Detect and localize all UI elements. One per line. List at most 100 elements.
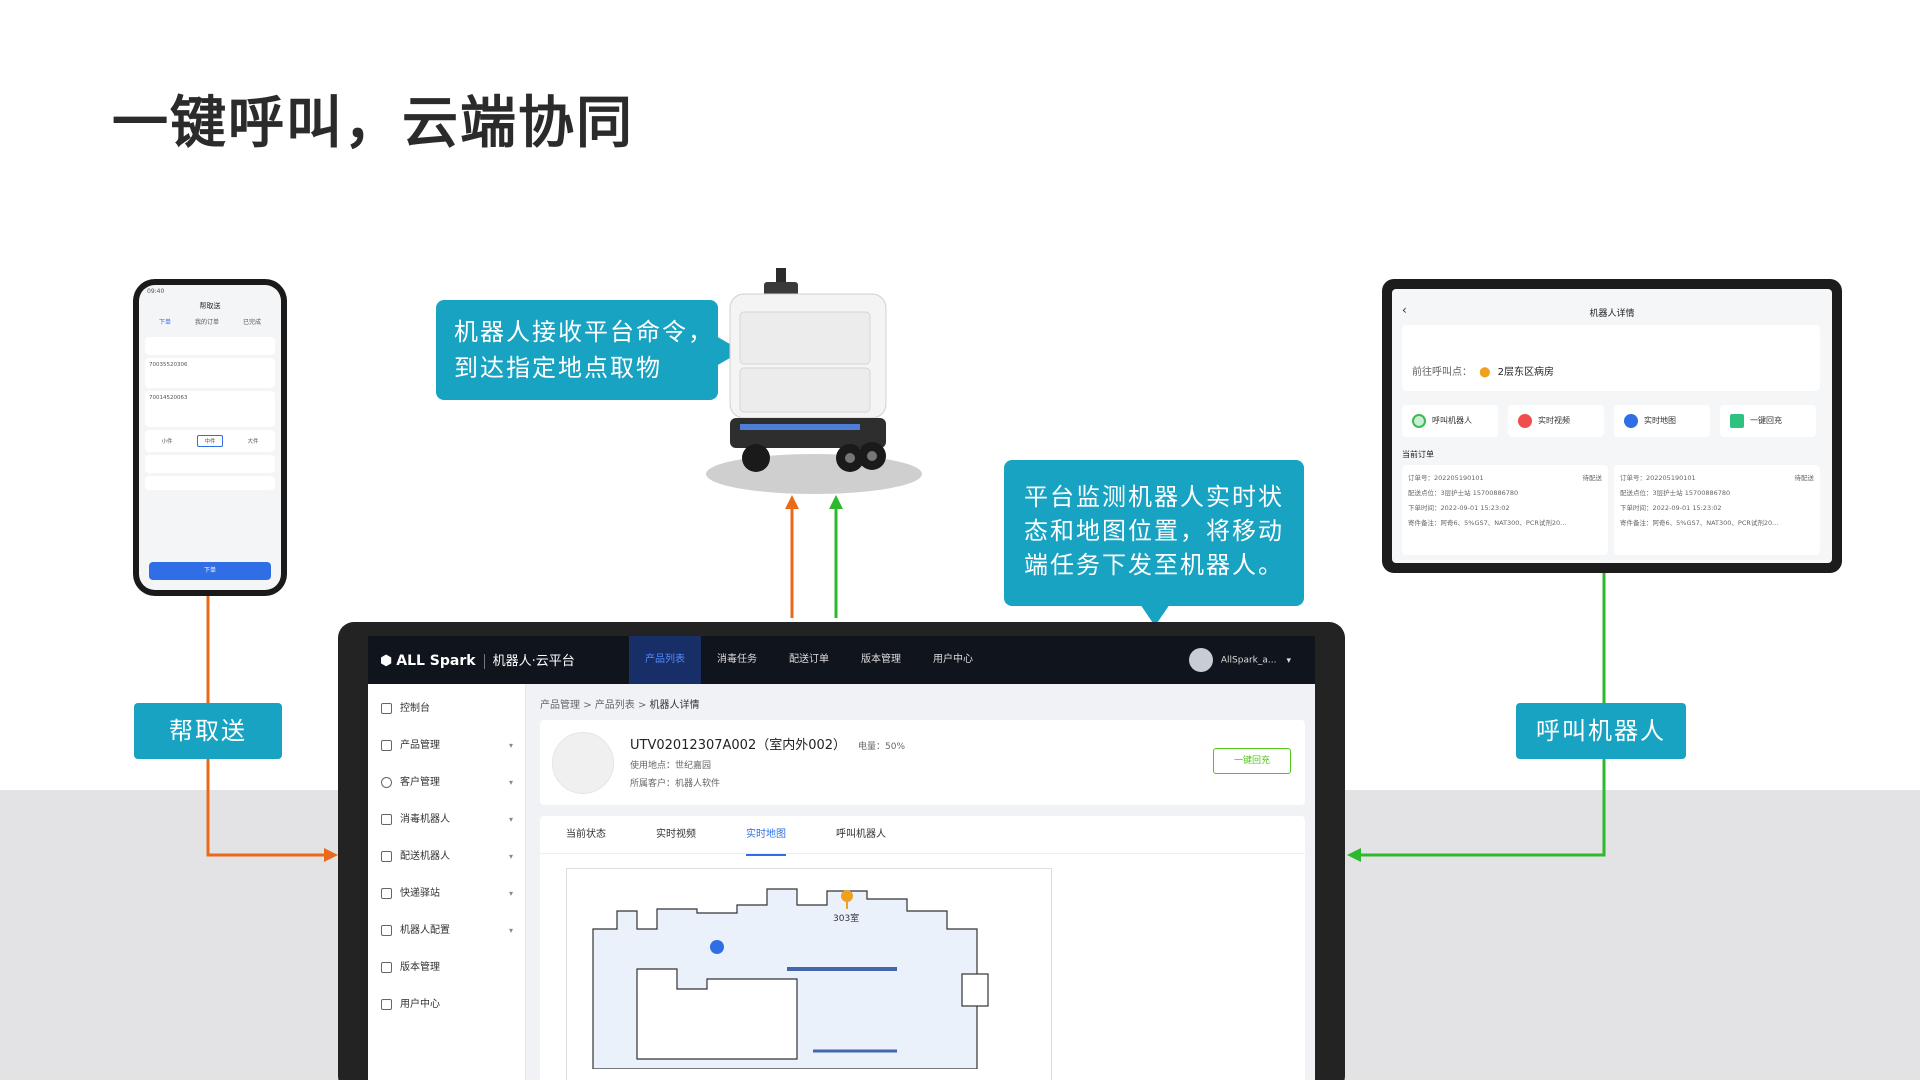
- chevron-down-icon: ▾: [508, 889, 513, 898]
- tablet-live-map-button[interactable]: 实时地图: [1614, 405, 1710, 437]
- tab-live-map[interactable]: 实时地图: [746, 816, 786, 856]
- robot-call-icon: [1412, 414, 1426, 428]
- tablet-robot-info-card: 前往呼叫点： ⬤ 2层东区病房: [1402, 325, 1820, 391]
- menu-product-list[interactable]: 产品列表: [629, 636, 701, 684]
- tablet-title: 机器人详情: [1589, 309, 1635, 319]
- product-icon: [381, 740, 392, 751]
- tablet-screen: ‹ 机器人详情 前往呼叫点： ⬤ 2层东区病房 呼叫机器人 实时视频 实时地图 …: [1392, 289, 1832, 563]
- sidebar-item-express-station[interactable]: 快递驿站▾: [368, 875, 525, 912]
- robot-name: UTV02012307A002（室内外002）: [630, 738, 847, 753]
- phone-mockup: 09:40 帮取送 下单 我的订单 已完成 70035520306 700145…: [133, 279, 287, 596]
- caret-down-icon: ▾: [1286, 655, 1291, 666]
- dest-label: 前往呼叫点：: [1412, 367, 1472, 378]
- floor-map[interactable]: 303室: [566, 868, 1052, 1080]
- label-pickup-delivery: 帮取送: [134, 703, 282, 759]
- menu-delivery-orders[interactable]: 配送订单: [789, 654, 829, 665]
- detail-tabs: 当前状态 实时视频 实时地图 呼叫机器人: [540, 816, 1305, 856]
- tab-current-status[interactable]: 当前状态: [566, 829, 606, 840]
- phone-screen: 09:40 帮取送 下单 我的订单 已完成 70035520306 700145…: [139, 285, 281, 590]
- tablet-call-robot-button[interactable]: 呼叫机器人: [1402, 405, 1498, 437]
- version-icon: [381, 962, 392, 973]
- breadcrumb-separator-icon: >: [583, 700, 595, 711]
- chevron-down-icon: ▾: [508, 926, 513, 935]
- size-large[interactable]: 大件: [247, 439, 259, 445]
- tablet-mockup: ‹ 机器人详情 前往呼叫点： ⬤ 2层东区病房 呼叫机器人 实时视频 实时地图 …: [1382, 279, 1842, 573]
- phone-size-selector: 小件 中件 大件: [145, 430, 275, 452]
- sidebar-item-disinfection-robot[interactable]: 消毒机器人▾: [368, 801, 525, 838]
- robot-callout: 机器人接收平台命令， 到达指定地点取物: [436, 300, 718, 400]
- chevron-down-icon: ▾: [508, 815, 513, 824]
- sidebar-item-console[interactable]: 控制台: [368, 690, 525, 727]
- menu-user-center[interactable]: 用户中心: [933, 654, 973, 665]
- robot-customer: 所属客户：机器人软件: [630, 779, 721, 789]
- platform-callout: 平台监测机器人实时状 态和地图位置，将移动 端任务下发至机器人。: [1004, 460, 1304, 606]
- cube-logo-icon: ⬢: [380, 653, 393, 669]
- tablet-recharge-button[interactable]: 一键回充: [1720, 405, 1816, 437]
- station-icon: [381, 888, 392, 899]
- menu-version-management[interactable]: 版本管理: [861, 654, 901, 665]
- phone-order-card-1[interactable]: 70035520306: [145, 358, 275, 388]
- battery-level: 电量：50%: [858, 742, 906, 752]
- sidebar-item-robot-config[interactable]: 机器人配置▾: [368, 912, 525, 949]
- sidebar-item-delivery-robot[interactable]: 配送机器人▾: [368, 838, 525, 875]
- menu-disinfection-tasks[interactable]: 消毒任务: [717, 654, 757, 665]
- phone-status-bar: 09:40: [147, 288, 165, 295]
- phone-tab-order[interactable]: 下单: [158, 319, 171, 326]
- breadcrumb-item[interactable]: 产品管理: [540, 700, 580, 711]
- robot-location: 使用地点：世纪嘉园: [630, 761, 712, 771]
- user-menu[interactable]: AllSpark_a...▾: [1188, 648, 1291, 673]
- sidebar-item-customers[interactable]: 客户管理▾: [368, 764, 525, 801]
- disinfection-icon: [381, 814, 392, 825]
- phone-tab-done[interactable]: 已完成: [242, 319, 261, 326]
- tablet-back-icon[interactable]: ‹: [1402, 303, 1407, 317]
- tablet-status-bar: [1392, 293, 1832, 300]
- tablet-to-platform-arrow: [1360, 573, 1606, 857]
- user-icon: [381, 777, 392, 788]
- phone-tabs: 下单 我的订单 已完成: [139, 314, 281, 329]
- phone-remark-field[interactable]: [145, 455, 275, 473]
- phone-to-platform-arrow: [206, 596, 328, 857]
- chevron-down-icon: ▾: [508, 852, 513, 861]
- size-small[interactable]: 小件: [161, 439, 173, 445]
- config-icon: [381, 925, 392, 936]
- user-center-icon: [381, 999, 392, 1010]
- label-call-robot: 呼叫机器人: [1516, 703, 1686, 759]
- recharge-button[interactable]: 一键回充: [1213, 748, 1291, 774]
- avatar: [1188, 648, 1213, 672]
- phone-toggle-row[interactable]: [145, 476, 275, 490]
- phone-address-card[interactable]: [145, 337, 275, 355]
- chevron-down-icon: ▾: [508, 741, 513, 750]
- phone-order-card-2[interactable]: 70014520063: [145, 391, 275, 427]
- dashboard-icon: [381, 703, 392, 714]
- size-medium[interactable]: 中件: [197, 435, 223, 447]
- sidebar-item-versions[interactable]: 版本管理: [368, 949, 525, 986]
- location-pin-icon: ⬤: [1479, 367, 1491, 378]
- tab-live-video[interactable]: 实时视频: [656, 829, 696, 840]
- tab-call-robot[interactable]: 呼叫机器人: [836, 829, 886, 840]
- robot-thumbnail: [552, 732, 614, 794]
- map-room-label: 303室: [833, 914, 860, 924]
- phone-tab-my-orders[interactable]: 我的订单: [194, 319, 219, 326]
- sidebar-item-user-center[interactable]: 用户中心: [368, 986, 525, 1023]
- video-icon: [1518, 414, 1532, 428]
- arrowhead-up-orange: [785, 495, 799, 509]
- map-pin-icon: [1624, 414, 1638, 428]
- sidebar-item-products[interactable]: 产品管理▾: [368, 727, 525, 764]
- phone-title: 帮取送: [199, 302, 221, 310]
- dest-value: 2层东区病房: [1497, 367, 1554, 378]
- top-menu: 产品列表 消毒任务 配送订单 版本管理 用户中心: [629, 636, 989, 684]
- phone-submit-button[interactable]: 下单: [149, 562, 271, 580]
- breadcrumb-item[interactable]: 产品列表: [594, 700, 635, 711]
- breadcrumb-separator-icon: >: [637, 700, 650, 711]
- tablet-live-video-button[interactable]: 实时视频: [1508, 405, 1604, 437]
- sidebar: 控制台 产品管理▾ 客户管理▾ 消毒机器人▾ 配送机器人▾ 快递驿站▾ 机器人配…: [368, 684, 526, 1080]
- platform-callout-tail: [1140, 604, 1170, 626]
- robot-callout-tail: [716, 336, 742, 366]
- breadcrumb: 产品管理 > 产品列表 > 机器人详情: [540, 696, 700, 711]
